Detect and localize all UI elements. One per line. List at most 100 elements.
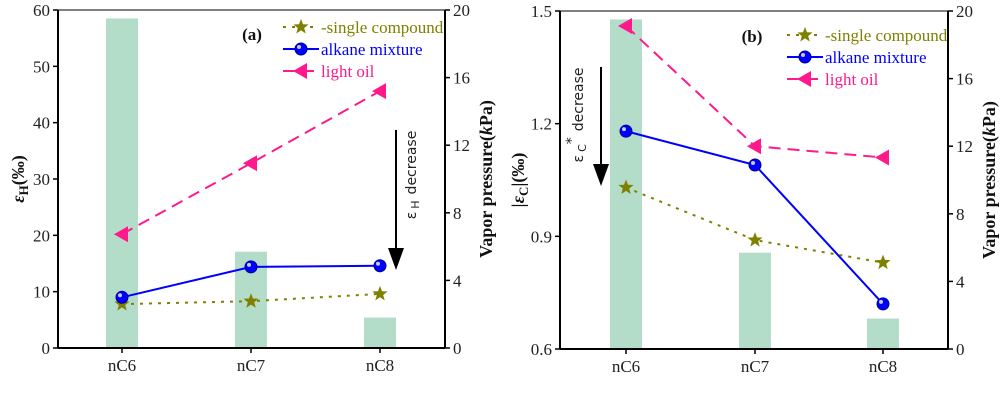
- y2-label-pre: Vapor pressure(: [979, 136, 1000, 259]
- x-tick-label: nC8: [869, 357, 897, 376]
- x-tick-label: nC7: [237, 356, 266, 375]
- annotation-text: decrease: [571, 67, 587, 131]
- y-tick-label: 0.6: [531, 340, 552, 359]
- annotation-symbol: ε: [571, 155, 587, 163]
- data-point-nC6: [618, 18, 632, 35]
- y2-axis-label: Vapor pressure(kPa): [476, 100, 497, 258]
- series-single-compound: [618, 179, 891, 270]
- y2-tick-label: 8: [453, 204, 462, 223]
- data-point-nC8: [373, 259, 387, 273]
- x-tick-label: nC6: [612, 357, 640, 376]
- y-tick-label: 1.2: [531, 115, 552, 134]
- y-tick-label: 60: [33, 1, 50, 20]
- legend-label: -single compound: [321, 18, 444, 37]
- annotation-label: εHdecrease: [404, 131, 422, 220]
- y-axis-label: εH(‰): [8, 155, 31, 203]
- data-point-nC6-highlight: [118, 293, 122, 298]
- series-line: [121, 90, 381, 236]
- y2-tick-label: 16: [453, 69, 470, 88]
- y2-tick-label: 4: [956, 272, 965, 291]
- bar-nC8: [867, 318, 899, 349]
- y2-tick-label: 0: [453, 339, 462, 358]
- series-line: [625, 186, 884, 264]
- y-tick-label: 10: [33, 283, 50, 302]
- data-point-nC7-highlight: [751, 160, 755, 165]
- arrow-down-icon: [593, 164, 609, 186]
- data-point-nC6: [618, 179, 634, 194]
- data-point-nC8: [875, 149, 889, 166]
- y2-tick-label: 12: [453, 136, 470, 155]
- y2-label-post: Pa): [476, 100, 497, 126]
- series-alkane-mixture: [619, 124, 890, 311]
- y2-label-k: k: [979, 127, 999, 136]
- series-alkane-mixture: [115, 259, 387, 304]
- data-point-nC7: [243, 155, 257, 172]
- annotation-sub: H: [409, 200, 422, 208]
- legend-marker: [797, 71, 811, 87]
- y-label-unit: |(‰): [508, 153, 529, 187]
- y2-tick-label: 8: [956, 205, 965, 224]
- y-label-unit: (‰): [8, 155, 29, 185]
- data-point-nC8-highlight: [879, 299, 883, 304]
- y-tick-label: 20: [33, 226, 50, 245]
- legend-label: light oil: [825, 70, 879, 89]
- legend-label: -single compound: [825, 26, 948, 45]
- data-point-nC7: [747, 138, 761, 155]
- x-tick-label: nC7: [741, 357, 770, 376]
- y2-tick-label: 20: [956, 2, 973, 21]
- legend-label: light oil: [321, 62, 375, 81]
- y-label-symbol: |ε: [508, 195, 528, 207]
- x-tick-label: nC8: [366, 356, 394, 375]
- data-point-nC8: [372, 83, 386, 100]
- y-tick-label: 0: [42, 339, 51, 358]
- y2-label-k: k: [476, 126, 496, 135]
- y-axis-label: |εC|(‰): [508, 153, 531, 208]
- y2-tick-label: 0: [956, 340, 965, 359]
- data-point-nC7: [243, 293, 259, 308]
- data-point-nC7: [747, 232, 763, 247]
- annotation-sub: C: [576, 144, 589, 152]
- legend-marker: [798, 50, 812, 64]
- y-label-sub: H: [16, 185, 31, 195]
- y2-tick-label: 12: [956, 137, 973, 156]
- y2-label-post: Pa): [979, 101, 1000, 127]
- data-point-nC8: [875, 254, 891, 270]
- data-point-nC7-highlight: [247, 262, 251, 267]
- legend-label: alkane mixture: [321, 40, 423, 59]
- data-point-nC7: [244, 260, 258, 274]
- data-point-nC7: [748, 158, 762, 172]
- legend-marker-highlight: [801, 53, 805, 57]
- y2-label-pre: Vapor pressure(: [476, 135, 497, 258]
- bar-nC8: [364, 317, 396, 348]
- legend-marker: [293, 63, 307, 79]
- series-light-oil: [114, 83, 386, 243]
- data-point-nC6: [619, 124, 633, 138]
- series-light-oil: [618, 18, 889, 166]
- data-point-nC8: [876, 297, 890, 311]
- y-label-sub: C: [516, 187, 531, 196]
- data-point-nC6: [114, 226, 128, 243]
- annotation-label: εC* decrease: [564, 67, 589, 162]
- data-point-nC8-highlight: [376, 261, 380, 266]
- bar-nC7: [739, 252, 771, 349]
- legend-marker-highlight: [297, 45, 301, 49]
- y2-tick-label: 4: [453, 271, 462, 290]
- legend-label: alkane mixture: [825, 48, 927, 67]
- y-tick-label: 1.5: [531, 2, 552, 21]
- y-label-symbol: ε: [8, 195, 28, 203]
- annotation-sup: *: [564, 137, 580, 144]
- y-tick-label: 0.9: [531, 227, 552, 246]
- y2-tick-label: 16: [956, 70, 973, 89]
- legend-marker: [293, 19, 309, 34]
- arrow-down-icon: [388, 248, 404, 270]
- x-tick-label: nC6: [108, 356, 136, 375]
- annotation-text: decrease: [404, 131, 420, 195]
- y2-axis-label: Vapor pressure(kPa): [979, 101, 1000, 259]
- panel-label: (b): [742, 27, 763, 46]
- y-tick-label: 30: [33, 170, 50, 189]
- y2-tick-label: 20: [453, 1, 470, 20]
- data-point-nC6: [115, 290, 129, 304]
